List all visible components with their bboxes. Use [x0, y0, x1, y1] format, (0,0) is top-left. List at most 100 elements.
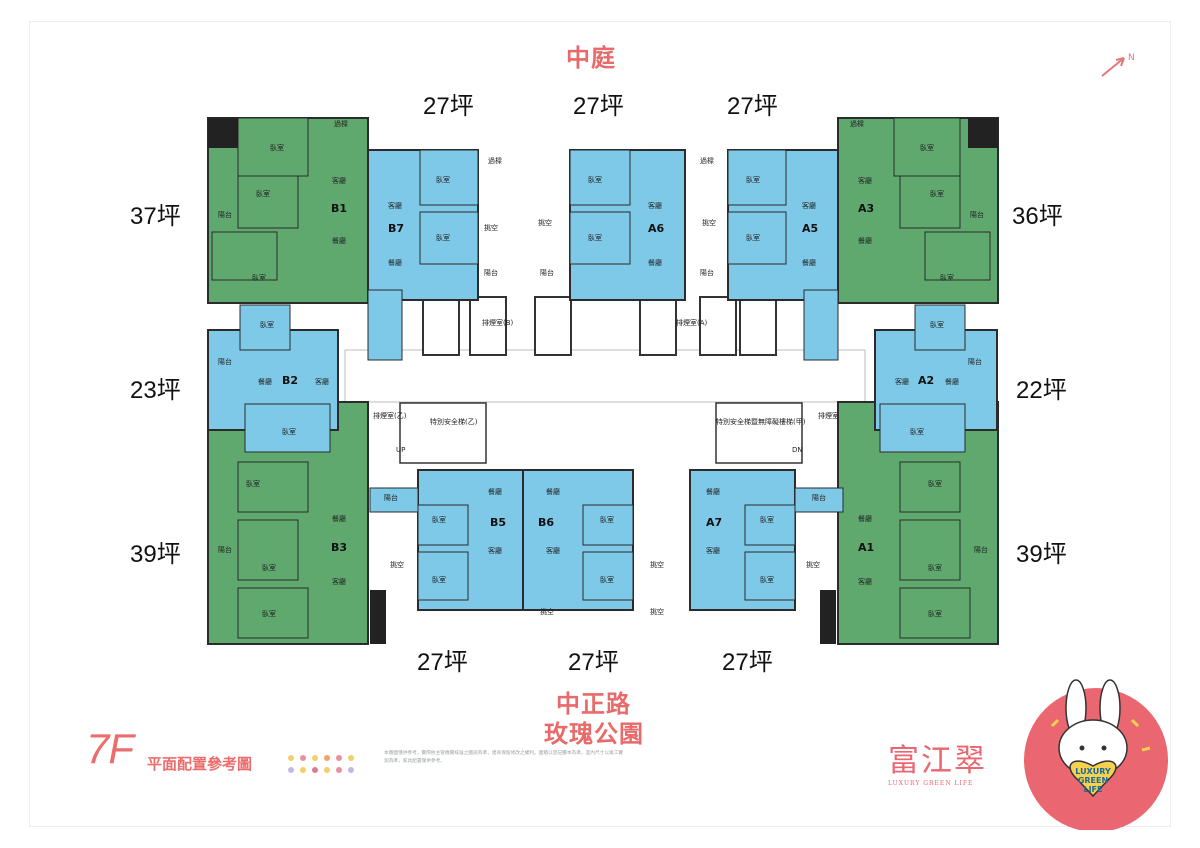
svg-text:挑空: 挑空: [650, 607, 664, 616]
svg-text:客廳: 客廳: [488, 546, 502, 555]
svg-text:A5: A5: [802, 222, 818, 235]
svg-text:陽台: 陽台: [218, 210, 232, 219]
elevator-1: [422, 296, 460, 356]
svg-text:挑空: 挑空: [806, 560, 820, 569]
svg-text:臥室: 臥室: [910, 427, 924, 436]
svg-text:客廳: 客廳: [315, 377, 329, 386]
svg-text:挑空: 挑空: [484, 223, 498, 232]
unit-a3: A3 臥室 臥室 客廳 餐廳 臥室 陽台: [837, 117, 999, 304]
svg-text:餐廳: 餐廳: [706, 487, 720, 496]
svg-text:臥室: 臥室: [588, 233, 602, 242]
svg-text:臥室: 臥室: [246, 479, 260, 488]
svg-text:餐廳: 餐廳: [258, 377, 272, 386]
svg-text:B7: B7: [388, 222, 404, 235]
svg-text:挑空: 挑空: [538, 218, 552, 227]
svg-text:餐廳: 餐廳: [858, 514, 872, 523]
unit-a2: A2 臥室 客廳 餐廳 臥室 陽台: [874, 304, 998, 453]
svg-text:陽台: 陽台: [812, 493, 826, 502]
svg-text:LUXURY: LUXURY: [1075, 767, 1111, 776]
svg-text:特別安全梯暨無障礙樓梯(甲): 特別安全梯暨無障礙樓梯(甲): [716, 417, 806, 426]
svg-text:臥室: 臥室: [600, 575, 614, 584]
svg-text:A1: A1: [858, 541, 874, 554]
size-b2: 23坪: [130, 377, 181, 404]
svg-text:臥室: 臥室: [282, 427, 296, 436]
svg-text:GREEN: GREEN: [1078, 776, 1108, 785]
svg-text:B5: B5: [490, 516, 506, 529]
svg-text:臥室: 臥室: [940, 273, 954, 282]
unit-b5: B5 臥室 臥室 餐廳 客廳 陽台 挑空: [369, 469, 524, 611]
svg-text:客廳: 客廳: [895, 377, 909, 386]
svg-text:臥室: 臥室: [432, 575, 446, 584]
svg-text:LIFE: LIFE: [1083, 785, 1102, 794]
unit-b2: B2 臥室 餐廳 客廳 臥室 陽台: [207, 304, 339, 453]
svg-text:臥室: 臥室: [432, 515, 446, 524]
size-a1: 39坪: [1016, 541, 1067, 568]
svg-text:餐廳: 餐廳: [802, 258, 816, 267]
size-b6: 27坪: [568, 649, 619, 676]
unit-b7: B7 臥室 臥室 客廳 餐廳 陽台 挑空: [367, 149, 498, 361]
brand-logo: 富江翠: [888, 743, 987, 779]
svg-text:臥室: 臥室: [746, 233, 760, 242]
svg-text:臥室: 臥室: [270, 143, 284, 152]
unit-b3: B3 臥室 臥室 臥室 餐廳 客廳 陽台: [207, 401, 386, 645]
svg-text:臥室: 臥室: [262, 563, 276, 572]
svg-text:挑空: 挑空: [540, 607, 554, 616]
size-a5: 27坪: [727, 93, 778, 120]
svg-text:餐廳: 餐廳: [945, 377, 959, 386]
svg-text:臥室: 臥室: [436, 175, 450, 184]
svg-text:挑空: 挑空: [650, 560, 664, 569]
svg-text:臥室: 臥室: [436, 233, 450, 242]
svg-text:餐廳: 餐廳: [648, 258, 662, 267]
svg-text:A3: A3: [858, 202, 874, 215]
svg-text:客廳: 客廳: [858, 577, 872, 586]
svg-text:臥室: 臥室: [928, 563, 942, 572]
size-a6: 27坪: [573, 93, 624, 120]
svg-text:餐廳: 餐廳: [488, 487, 502, 496]
svg-text:臥室: 臥室: [760, 515, 774, 524]
svg-text:餐廳: 餐廳: [546, 487, 560, 496]
svg-text:客廳: 客廳: [706, 546, 720, 555]
north-arrow-icon: N: [1101, 53, 1135, 77]
svg-text:A2: A2: [918, 374, 934, 387]
svg-text:客廳: 客廳: [332, 176, 346, 185]
svg-text:陽台: 陽台: [484, 268, 498, 277]
svg-text:陽台: 陽台: [968, 357, 982, 366]
svg-text:臥室: 臥室: [252, 273, 266, 282]
svg-text:餐廳: 餐廳: [858, 236, 872, 245]
svg-text:臥室: 臥室: [930, 320, 944, 329]
svg-text:臥室: 臥室: [260, 320, 274, 329]
svg-text:餐廳: 餐廳: [332, 514, 346, 523]
svg-text:陽台: 陽台: [540, 268, 554, 277]
svg-text:N: N: [1128, 53, 1135, 63]
mascot-badge: LUXURY GREEN LIFE: [1024, 679, 1168, 830]
svg-text:特別安全梯(乙): 特別安全梯(乙): [430, 417, 478, 426]
size-b7: 27坪: [423, 93, 474, 120]
svg-text:臥室: 臥室: [928, 609, 942, 618]
size-a7: 27坪: [722, 649, 773, 676]
svg-text:餐廳: 餐廳: [388, 258, 402, 267]
svg-text:陽台: 陽台: [974, 545, 988, 554]
svg-text:B1: B1: [331, 202, 347, 215]
size-b1: 37坪: [130, 203, 181, 230]
size-a3: 36坪: [1012, 203, 1063, 230]
svg-text:A6: A6: [648, 222, 665, 235]
svg-text:臥室: 臥室: [920, 143, 934, 152]
svg-text:臥室: 臥室: [588, 175, 602, 184]
unit-a6: A6 臥室 臥室 客廳 餐廳 陽台 挑空: [538, 149, 686, 301]
brand-subtitle: LUXURY GREEN LIFE: [888, 780, 974, 787]
svg-text:臥室: 臥室: [256, 189, 270, 198]
svg-text:過樑: 過樑: [334, 119, 348, 128]
svg-text:UP: UP: [396, 446, 405, 454]
unit-a5: A5 臥室 臥室 客廳 餐廳 陽台 挑空: [700, 149, 839, 361]
svg-text:陽台: 陽台: [970, 210, 984, 219]
svg-text:客廳: 客廳: [648, 201, 662, 210]
unit-b6: B6 臥室 臥室 餐廳 客廳 挑空: [522, 469, 634, 616]
svg-text:挑空: 挑空: [702, 218, 716, 227]
street-label: 中正路: [556, 690, 631, 718]
svg-text:臥室: 臥室: [746, 175, 760, 184]
svg-text:客廳: 客廳: [546, 546, 560, 555]
decorative-dots: [288, 755, 354, 773]
svg-text:陽台: 陽台: [384, 493, 398, 502]
unit-a7: A7 臥室 臥室 餐廳 客廳 陽台 挑空 挑空 挑空: [650, 469, 844, 616]
